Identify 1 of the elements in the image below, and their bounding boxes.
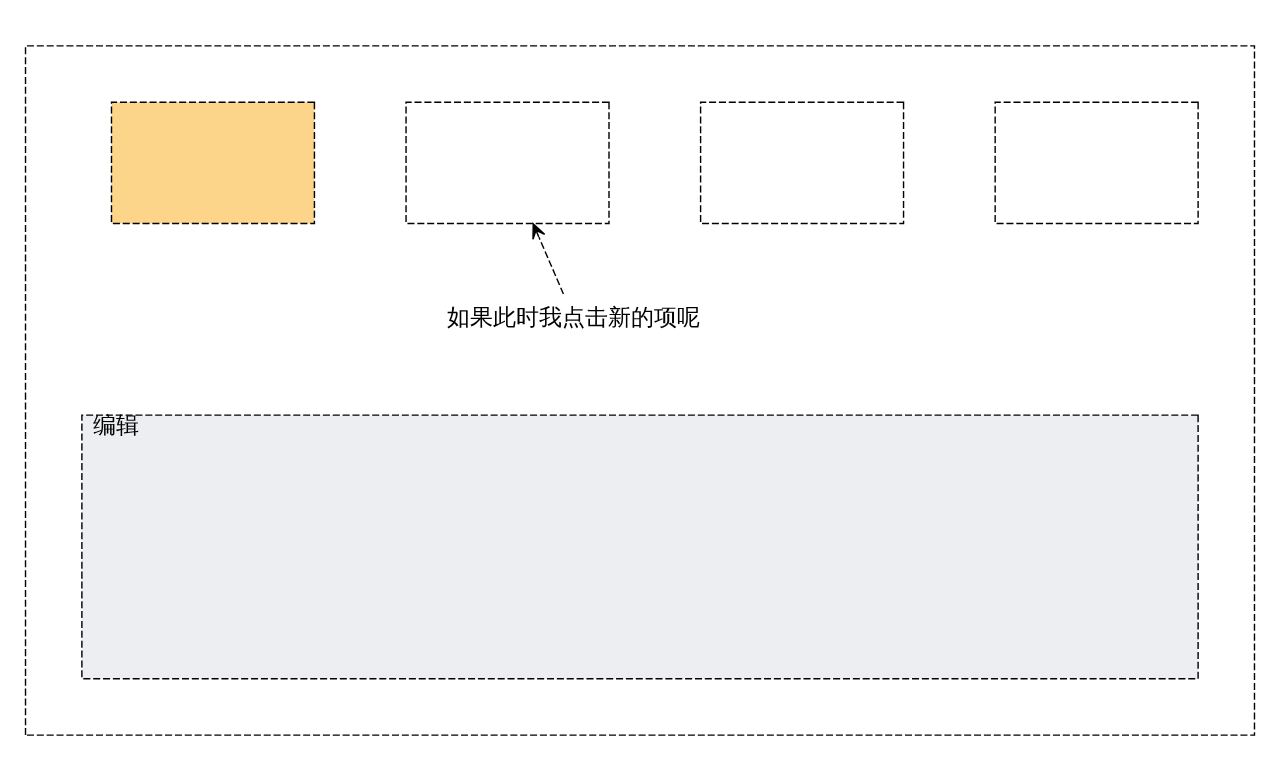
node-text: 如果此时我点击新的项呢 [447,303,701,330]
